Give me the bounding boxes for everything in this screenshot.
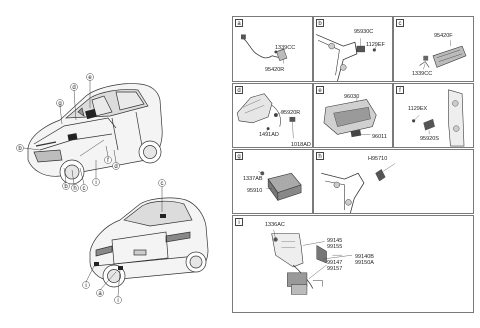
callout-label: f xyxy=(107,158,109,164)
callout-label: a xyxy=(98,291,102,297)
callout-label: d xyxy=(114,164,117,170)
callout-d2: d xyxy=(112,162,120,170)
part-95920S: 95920S xyxy=(420,136,439,142)
part-99157: 99157 xyxy=(327,266,343,272)
callout-label: b xyxy=(64,184,68,190)
vehicle-overview-drawing: e d g b f d b h c i xyxy=(16,73,209,304)
panel-tag-b: b xyxy=(316,19,324,27)
callout-label: g xyxy=(58,101,61,107)
panel-f: f 1129EX 95920S xyxy=(393,83,474,148)
callout-label: h xyxy=(73,186,76,192)
part-99155: 99155 xyxy=(327,244,343,250)
callout-i: i xyxy=(92,178,100,186)
panel-a: a 1339CC 95420R xyxy=(232,16,313,82)
part-1129EX: 1129EX xyxy=(408,106,428,112)
callout-label: c xyxy=(83,186,86,192)
panel-h: h H95710 xyxy=(313,149,474,214)
part-99145: 99145 xyxy=(327,238,343,244)
panel-tag-d: d xyxy=(235,86,243,94)
part-1339CC-c: 1339CC xyxy=(412,71,433,77)
part-96030: 96030 xyxy=(344,94,360,100)
panel-i-drawing xyxy=(271,229,353,295)
callout-label: c xyxy=(161,181,164,187)
callout-b: b xyxy=(16,144,24,152)
panel-d-drawing xyxy=(236,93,296,139)
rear-callout-leaders xyxy=(85,186,163,297)
callout-i-rear-2: i xyxy=(114,296,122,304)
panel-tag-f: f xyxy=(396,86,404,94)
callout-i-rear-1: i xyxy=(82,281,90,289)
panel-tag-i: i xyxy=(235,218,243,226)
panel-g-drawing xyxy=(258,171,302,202)
callout-f: f xyxy=(104,156,112,164)
callout-b2: b xyxy=(62,182,70,190)
panel-tag-h: h xyxy=(316,152,324,160)
callout-h: h xyxy=(71,184,79,192)
panel-g: g 1337AB 95910 xyxy=(232,149,313,214)
callout-label: i xyxy=(85,283,86,289)
front-car-drawing xyxy=(27,83,163,185)
callout-g: g xyxy=(56,99,64,107)
panel-c: c 95420F 1339CC xyxy=(393,16,474,82)
front-callout-leaders xyxy=(23,80,117,185)
callout-label: d xyxy=(72,85,75,91)
callout-e: e xyxy=(86,73,94,81)
front-callouts: e d g b f d b h c i xyxy=(16,73,120,192)
callout-label: i xyxy=(117,298,118,304)
callout-c: c xyxy=(80,184,88,192)
panel-tag-c: c xyxy=(396,19,404,27)
part-1337AB: 1337AB xyxy=(243,176,263,182)
part-1129EF: 1129EF xyxy=(366,42,385,48)
part-H95710: H95710 xyxy=(368,156,388,162)
part-95920R: 95920R xyxy=(281,110,301,116)
rear-car-drawing xyxy=(89,197,209,288)
callout-d: d xyxy=(70,83,78,91)
part-1018AD: 1018AD xyxy=(291,142,311,148)
panel-b-drawing xyxy=(315,34,377,81)
rear-callouts: c i a i xyxy=(82,179,166,304)
callout-label: i xyxy=(95,180,96,186)
part-95420R: 95420R xyxy=(265,67,285,73)
callout-a-rear: a xyxy=(96,289,104,297)
callout-label: e xyxy=(88,75,92,81)
panel-tag-g: g xyxy=(235,152,243,160)
part-95420F: 95420F xyxy=(434,33,453,39)
callout-c-rear: c xyxy=(158,179,166,187)
part-1491AD: 1491AD xyxy=(259,132,279,138)
part-96011: 96011 xyxy=(372,134,387,140)
panel-e: e 96030 96011 xyxy=(313,83,393,148)
part-99150A: 99150A xyxy=(355,260,374,266)
part-1339CC: 1339CC xyxy=(275,45,296,51)
callout-label: b xyxy=(18,146,22,152)
panel-b: b 95930C 1129EF xyxy=(313,16,393,82)
part-99147: 99147 xyxy=(327,260,343,266)
panel-a-drawing xyxy=(240,34,288,64)
panel-tag-e: e xyxy=(316,86,324,94)
part-95910: 95910 xyxy=(247,188,263,194)
part-1336AC: 1336AC xyxy=(265,222,285,228)
part-95930C: 95930C xyxy=(354,29,374,35)
panel-tag-a: a xyxy=(235,19,243,27)
part-99140B: 99140B xyxy=(355,254,374,260)
panel-e-drawing xyxy=(323,95,377,138)
panel-i: i 1336AC 99145 99155 99140B 99150A 99147… xyxy=(232,215,474,313)
panel-d: d 95920R 1491AD 1018AD xyxy=(232,83,313,148)
panel-h-drawing xyxy=(321,163,396,213)
vehicle-overview: e d g b f d b h c i xyxy=(0,0,228,328)
panel-c-drawing xyxy=(419,40,467,70)
panel-f-drawing xyxy=(412,89,465,147)
